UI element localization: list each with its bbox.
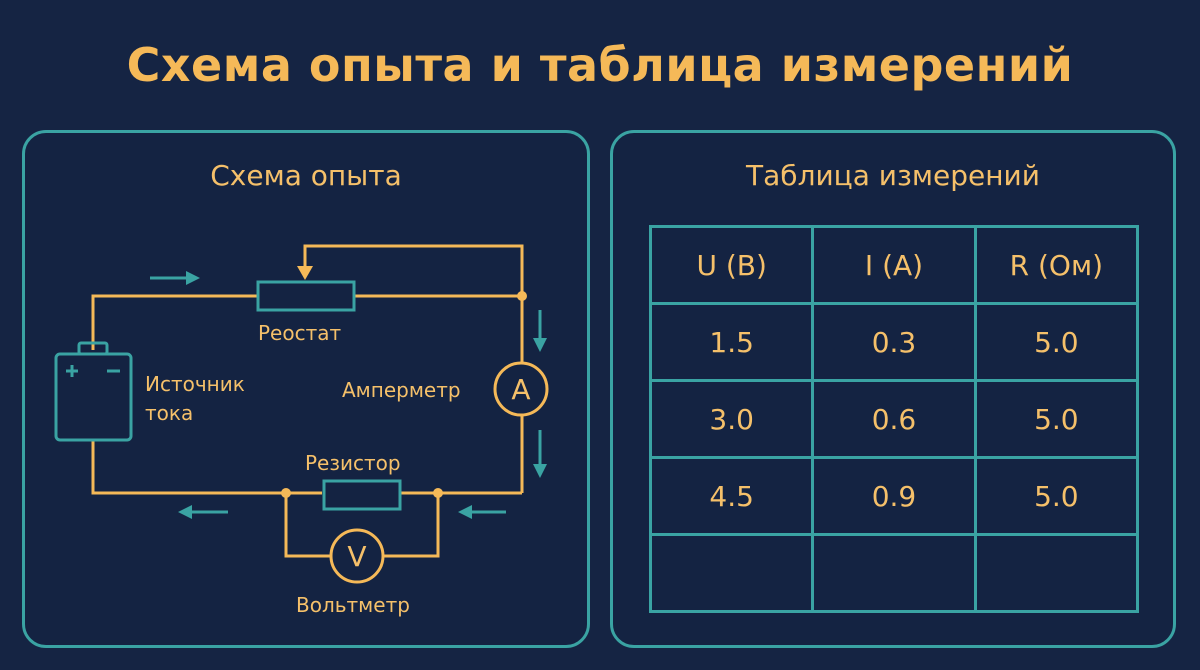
battery-terminal (77, 341, 109, 356)
voltmeter-symbol: V (347, 540, 366, 573)
junction-dot (281, 488, 291, 498)
arrow-right-icon (186, 271, 200, 285)
arrow-left-icon (458, 505, 472, 519)
wire-top-left (91, 294, 258, 350)
measurements-table: U (В) I (А) R (Ом) 1.5 0.3 5.0 3.0 0.6 5… (648, 225, 1140, 613)
resistor-label: Резистор (305, 451, 401, 475)
cell-current: 0.3 (811, 302, 977, 382)
cell-resistance: 5.0 (973, 456, 1140, 536)
source-label-line2: тока (145, 401, 193, 425)
cell-resistance (973, 533, 1140, 613)
voltmeter-wire-left (284, 493, 331, 558)
voltmeter-label: Вольтметр (296, 593, 410, 617)
arrow-down-icon (533, 338, 547, 352)
battery-icon (54, 352, 133, 442)
cell-resistance: 5.0 (973, 379, 1140, 459)
resistor-symbol (322, 479, 402, 511)
cell-resistance: 5.0 (973, 302, 1140, 382)
rheostat-symbol (256, 280, 356, 312)
cell-current (811, 533, 977, 613)
cell-voltage: 4.5 (648, 456, 815, 536)
junction-dot (517, 291, 527, 301)
table-panel-title: Таблица измерений (746, 159, 1040, 192)
header-resistance: R (Ом) (973, 225, 1140, 305)
cell-current: 0.6 (811, 379, 977, 459)
table-row: 1.5 0.3 5.0 (648, 302, 1140, 382)
voltmeter-circle (329, 528, 385, 584)
source-label: Источник (145, 372, 245, 396)
cell-voltage: 3.0 (648, 379, 815, 459)
rheostat-slider-wire (303, 244, 524, 296)
table-row-empty (648, 533, 1140, 613)
table-row: 3.0 0.6 5.0 (648, 379, 1140, 459)
table-header-row: U (В) I (А) R (Ом) (648, 225, 1140, 305)
rheostat-label: Реостат (258, 321, 342, 345)
cell-current: 0.9 (811, 456, 977, 536)
cell-voltage: 1.5 (648, 302, 815, 382)
rheostat-slider-arrow-icon (297, 266, 313, 280)
table-panel: Таблица измерений U (В) I (А) R (Ом) 1.5… (610, 130, 1176, 648)
ammeter-label: Амперметр (342, 378, 461, 402)
circuit-panel-title: Схема опыта (210, 159, 402, 192)
ammeter-circle (493, 361, 549, 417)
junction-dot (433, 488, 443, 498)
table-row: 4.5 0.9 5.0 (648, 456, 1140, 536)
page-title: Схема опыта и таблица измерений (126, 38, 1074, 92)
arrow-down-icon (533, 464, 547, 478)
wire-bottom-left (91, 441, 286, 495)
ammeter-symbol: A (511, 373, 530, 406)
header-current: I (А) (811, 225, 977, 305)
arrow-left-icon (178, 505, 192, 519)
circuit-diagram: Реостат Источник тока Амперметр Резистор… (54, 244, 549, 617)
voltmeter-wire-right (383, 493, 440, 558)
header-voltage: U (В) (648, 225, 815, 305)
cell-voltage (648, 533, 815, 613)
